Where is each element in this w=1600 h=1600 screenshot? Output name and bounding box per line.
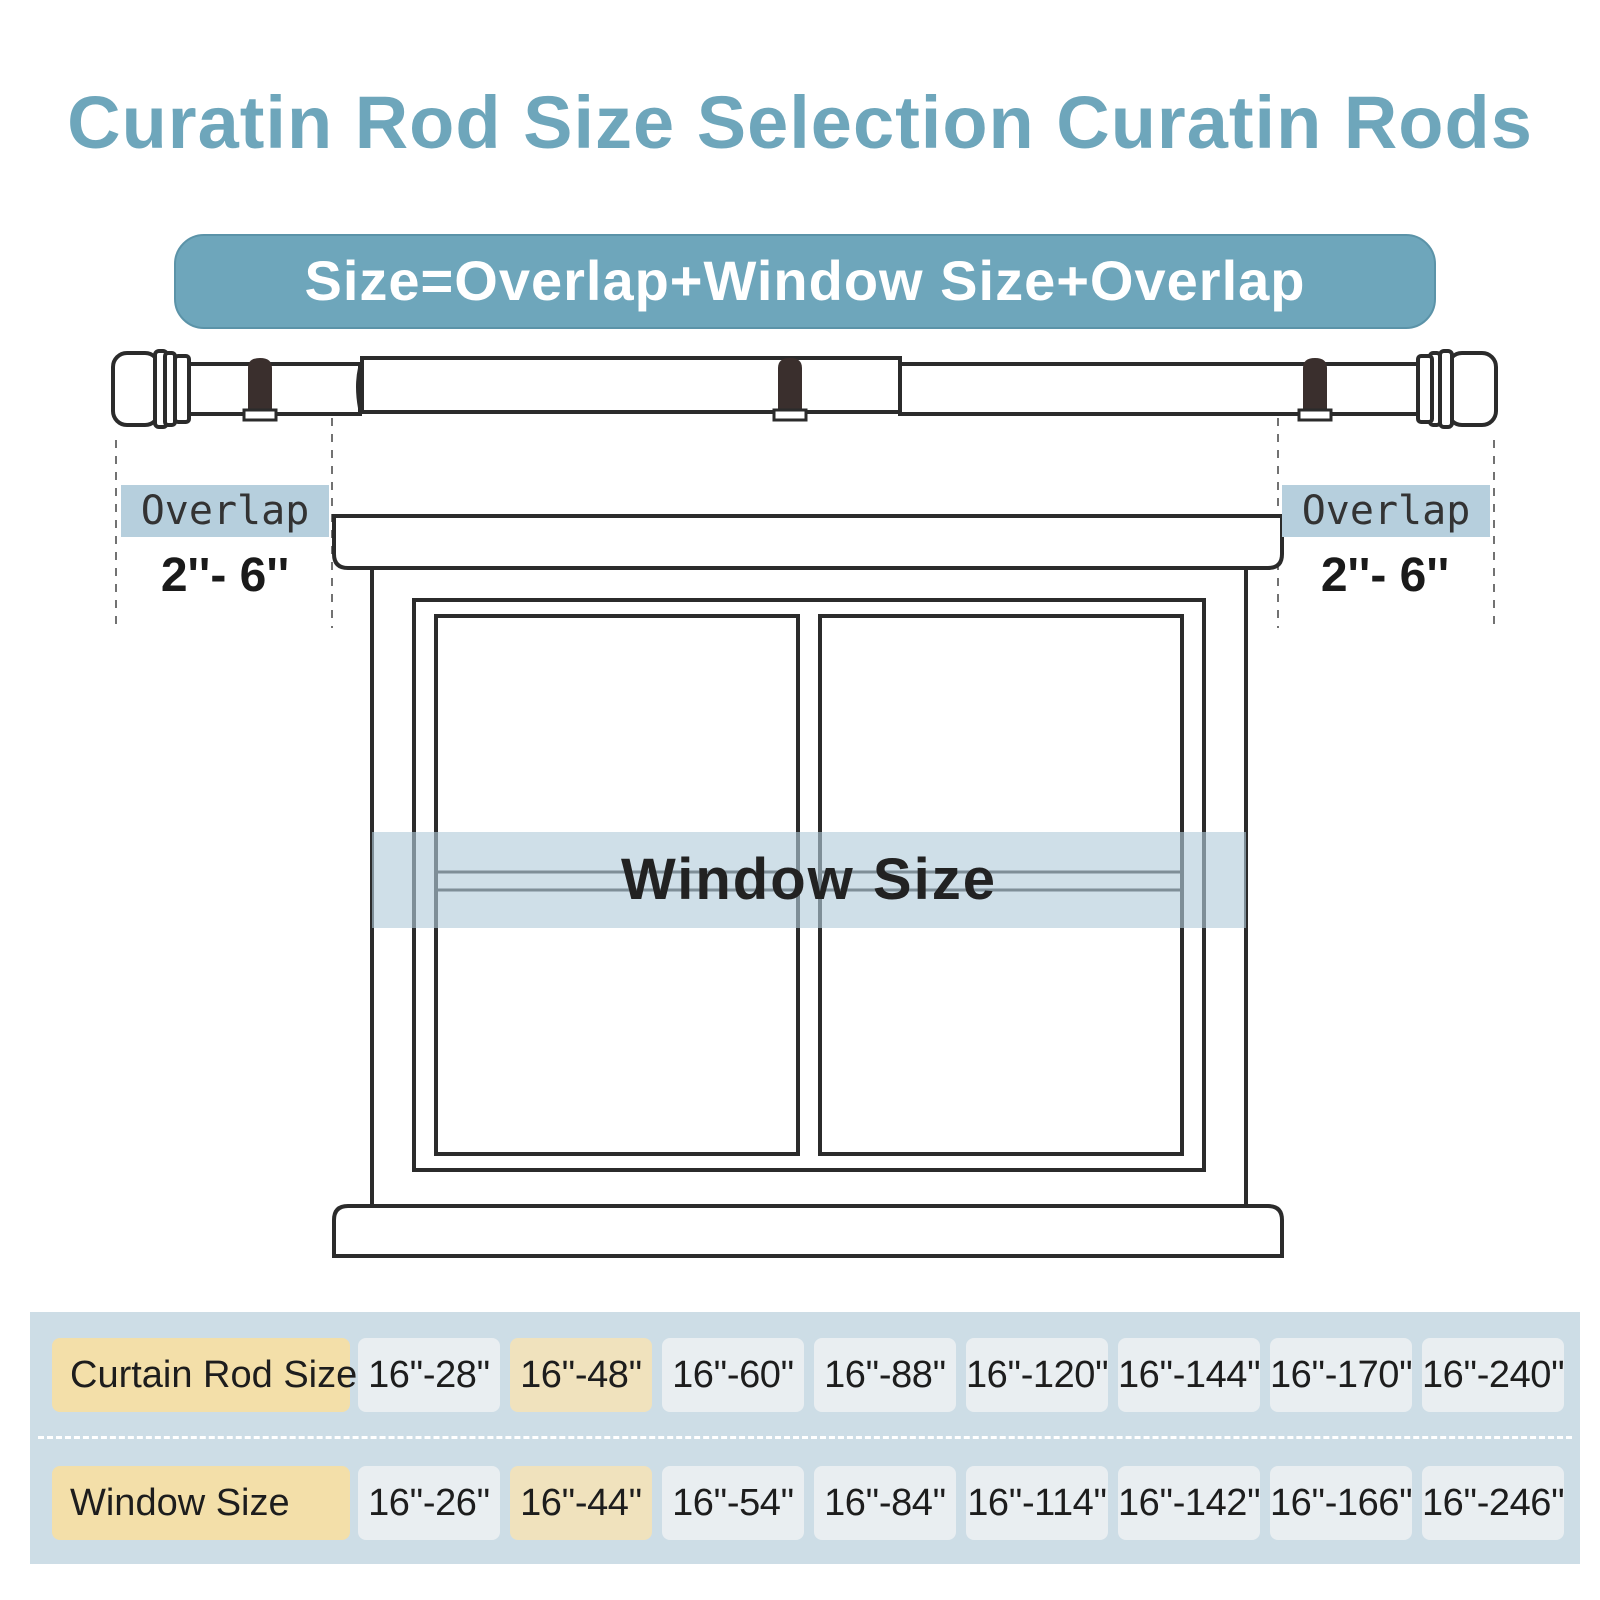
right-finial-icon [1416,349,1498,429]
left-finial-icon [111,349,191,429]
size-formula-banner: Size=Overlap+Window Size+Overlap [174,234,1436,329]
window-size-cell: 16''-26'' [358,1466,500,1540]
rod-size-cell: 16''-88'' [814,1338,956,1412]
left-overlap-label: Overlap [121,485,329,537]
window-size-cell: 16''-54'' [662,1466,804,1540]
rod-size-cell: 16''-240'' [1422,1338,1565,1412]
page-title: Curatin Rod Size Selection Curatin Rods [67,81,1533,164]
overlap-guide-lines [115,418,1495,628]
size-table: Curtain Rod Size 16''-28'' 16''-48'' 16'… [30,1312,1580,1564]
window-size-cell: 16''-114'' [966,1466,1108,1540]
curtain-rod [178,356,1424,416]
rod-size-cell: 16''-144'' [1118,1338,1261,1412]
rod-size-cell: 16''-120'' [966,1338,1109,1412]
right-overlap-value: 2''- 6'' [1320,549,1450,602]
window-size-cell: 16''-84'' [814,1466,956,1540]
rod-size-cell: 16''-28'' [358,1338,500,1412]
window-size-cell: 16''-142'' [1118,1466,1261,1540]
rod-size-header: Curtain Rod Size [52,1338,357,1412]
rod-bracket-icons [242,358,1333,422]
rod-size-cell: 16''-170'' [1270,1338,1413,1412]
window-size-cell: 16''-44'' [510,1466,652,1540]
rod-size-cell: 16''-60'' [662,1338,804,1412]
rod-size-cell: 16''-48'' [510,1338,652,1412]
window-size-cell: 16''-166'' [1270,1466,1413,1540]
window-frame [332,514,1284,1258]
window-size-band [372,832,1246,928]
left-overlap-value: 2''- 6'' [160,549,290,602]
window-size-header: Window Size [52,1466,350,1540]
row-divider [38,1436,1572,1439]
window-size-label: Window Size [621,847,997,912]
right-overlap-label: Overlap [1282,485,1490,537]
window-size-cell: 16''-246'' [1422,1466,1565,1540]
